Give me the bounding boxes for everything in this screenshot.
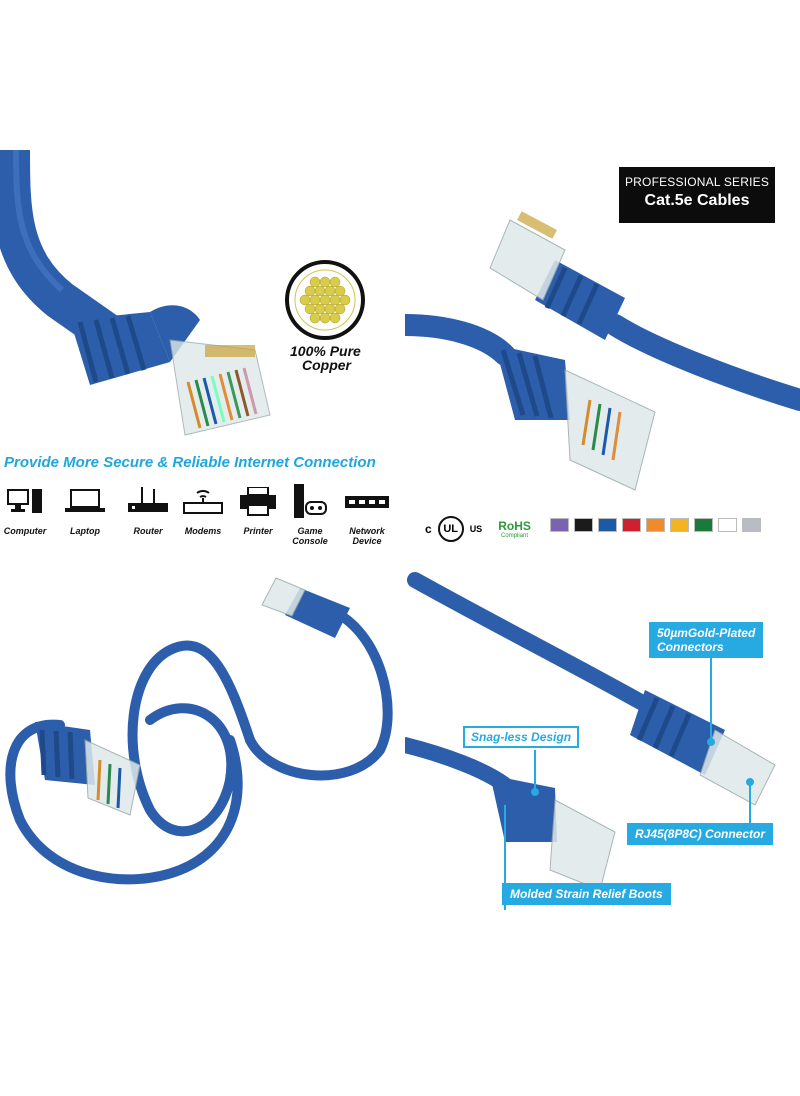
color-swatch [622,518,641,532]
copper-label-line2: Copper [302,357,351,373]
color-swatch [694,518,713,532]
color-swatch [550,518,569,532]
panel-copper-devices: 100% Pure Copper Provide More Secure & R… [0,150,400,568]
strain-relief-boot [70,305,200,385]
callout-snag-less: Snag-less Design [463,726,580,748]
ul-us-mark: US [469,524,483,534]
callout-cable-illustration [405,572,776,910]
device-laptop: Laptop [55,482,115,536]
color-swatch [718,518,737,532]
series-line1: PROFESSIONAL SERIES [624,175,770,189]
ul-c-mark: c [425,522,432,536]
color-swatch [646,518,665,532]
color-swatch [598,518,617,532]
panel-coiled-cable [0,570,400,910]
coiled-cable-illustration [5,577,393,885]
color-swatch [574,518,593,532]
series-line2: Cat.5e Cables [644,192,750,209]
callout-gold-plated: 50µmGold-Plated Connectors [649,622,764,658]
device-computer: Computer [0,482,55,536]
series-badge: PROFESSIONAL SERIES Cat.5e Cables [619,167,775,223]
color-swatch [742,518,761,532]
color-swatch [670,518,689,532]
router-icon [128,487,168,512]
laptop-icon [65,489,105,512]
device-printer: Printer [228,482,288,536]
game-console-icon [294,484,327,518]
copper-label-line1: 100% Pure [290,343,361,359]
color-swatches [550,518,761,532]
device-modems: Modems [173,482,233,536]
panel-feature-callouts: 50µmGold-Plated Connectors Snag-less Des… [405,570,800,910]
computer-icon [7,489,42,513]
tagline: Provide More Secure & Reliable Internet … [4,454,376,471]
certification-logos: c UL US RoHS Compliant [425,512,531,546]
device-router: Router [118,482,178,536]
ul-mark: UL [437,516,464,542]
rj45-plug [169,339,271,436]
printer-icon [240,487,276,516]
callout-rj45: RJ45(8P8C) Connector [627,823,774,845]
cable-pair-illustration [405,211,800,491]
cable-connector-illustration [0,150,365,436]
callout-strain-relief: Molded Strain Relief Boots [502,883,671,905]
copper-label: 100% Pure Copper [290,344,361,372]
modem-icon [183,490,223,514]
panel-professional-series: PROFESSIONAL SERIES Cat.5e Cables c UL U… [405,150,800,568]
network-device-icon [345,496,389,508]
rohs-text: RoHS [498,519,531,533]
rohs-logo: RoHS Compliant [498,519,531,539]
device-list: Computer Laptop Router Modems Printer Ga… [0,482,400,562]
copper-strand-icon [285,260,365,340]
rohs-compliant-text: Compliant [501,533,529,539]
